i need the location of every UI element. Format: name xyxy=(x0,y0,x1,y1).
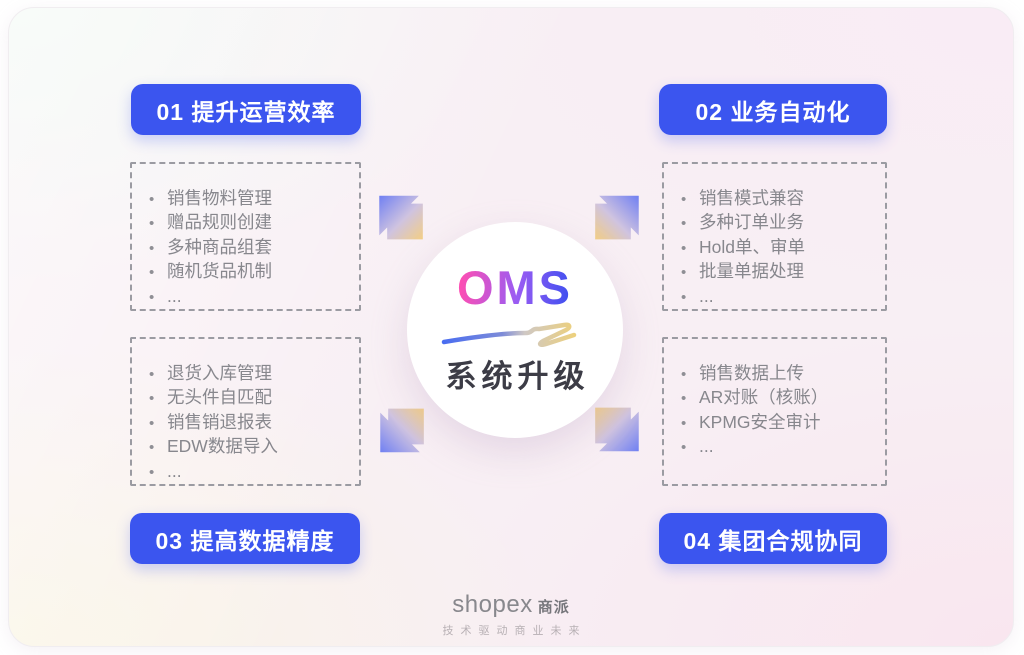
footer-logo: shopex 商派 技术驱动商业未来 xyxy=(9,591,1013,638)
quadrant-4-feature-box: 销售数据上传AR对账（核账）KPMG安全审计... xyxy=(662,337,887,486)
list-item: EDW数据导入 xyxy=(149,435,359,459)
list-item: ... xyxy=(681,435,885,459)
quadrant-4-feature-list: 销售数据上传AR对账（核账）KPMG安全审计... xyxy=(664,339,885,460)
quadrant-3-feature-list: 退货入库管理无头件自匹配销售销退报表EDW数据导入... xyxy=(132,339,359,484)
list-item: 销售销退报表 xyxy=(149,411,359,435)
list-item: 销售数据上传 xyxy=(681,362,885,386)
scribble-underline-icon xyxy=(441,322,577,347)
oms-title: OMS xyxy=(456,261,574,314)
quadrant-1-title-badge: 01 提升运营效率 xyxy=(131,84,361,135)
arrow-up-left-icon xyxy=(379,195,423,240)
list-item: 多种商品组套 xyxy=(149,236,359,260)
quadrant-4-title-badge: 04 集团合规协同 xyxy=(659,513,887,564)
list-item: 无头件自匹配 xyxy=(149,386,359,410)
brand-latin-logo: shopex xyxy=(452,591,533,618)
quadrant-1-feature-box: 销售物料管理赠品规则创建多种商品组套随机货品机制... xyxy=(130,162,361,311)
quadrant-3-title-badge: 03 提高数据精度 xyxy=(130,513,360,564)
quadrant-2-feature-list: 销售模式兼容多种订单业务Hold单、审单批量单据处理... xyxy=(664,164,885,309)
list-item: 批量单据处理 xyxy=(681,260,885,284)
list-item: 多种订单业务 xyxy=(681,211,885,235)
list-item: ... xyxy=(149,460,359,484)
list-item: 销售模式兼容 xyxy=(681,187,885,211)
quadrant-2-feature-box: 销售模式兼容多种订单业务Hold单、审单批量单据处理... xyxy=(662,162,887,311)
list-item: AR对账（核账） xyxy=(681,386,885,410)
list-item: 随机货品机制 xyxy=(149,260,359,284)
infographic-card: 01 提升运营效率 02 业务自动化 03 提高数据精度 04 集团合规协同 销… xyxy=(8,7,1014,647)
center-subtitle: 系统升级 xyxy=(445,359,590,394)
brand-tagline: 技术驱动商业未来 xyxy=(442,625,587,637)
list-item: ... xyxy=(149,285,359,309)
arrow-up-right-icon xyxy=(595,195,639,240)
quadrant-3-feature-box: 退货入库管理无头件自匹配销售销退报表EDW数据导入... xyxy=(130,337,361,486)
arrow-down-left-icon xyxy=(380,408,424,453)
quadrant-2-title-badge: 02 业务自动化 xyxy=(659,84,887,135)
center-circle: OMS 系统升级 xyxy=(407,222,623,438)
list-item: Hold单、审单 xyxy=(681,236,885,260)
list-item: 销售物料管理 xyxy=(149,187,359,211)
list-item: ... xyxy=(681,285,885,309)
quadrant-1-feature-list: 销售物料管理赠品规则创建多种商品组套随机货品机制... xyxy=(132,164,359,309)
list-item: KPMG安全审计 xyxy=(681,411,885,435)
arrow-down-right-icon xyxy=(595,407,639,452)
list-item: 退货入库管理 xyxy=(149,362,359,386)
brand-cjk-logo: 商派 xyxy=(537,599,570,616)
list-item: 赠品规则创建 xyxy=(149,211,359,235)
